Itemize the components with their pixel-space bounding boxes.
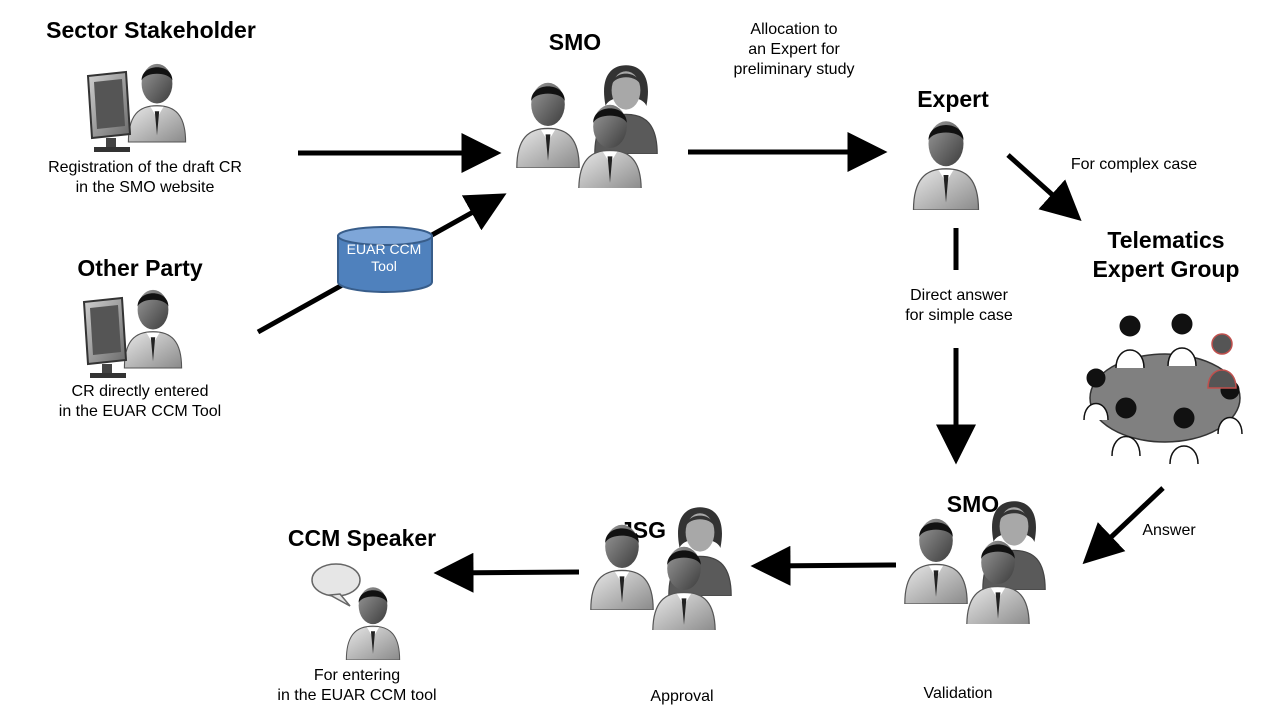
arrow-group-to-smo — [1082, 486, 1165, 565]
tool-label-line1: EUAR CCM — [346, 241, 422, 257]
telematics-title-line2: Expert Group — [1092, 255, 1240, 282]
direct-answer-line1: Direct answer — [910, 287, 1008, 304]
jsg-group-icon — [590, 506, 732, 630]
other-party-title: Other Party — [77, 255, 203, 281]
expert-title: Expert — [917, 86, 989, 112]
speaker-caption-line2: in the EUAR CCM tool — [277, 687, 437, 704]
direct-answer-line2: for simple case — [905, 307, 1013, 324]
smo-bottom-title: SMO — [946, 491, 1000, 517]
allocation-label-line1: Allocation to — [750, 21, 838, 38]
arrow-jsg-to-speaker — [433, 552, 580, 593]
telematics-title-line1: Telematics — [1107, 227, 1225, 253]
allocation-label-line3: preliminary study — [733, 61, 855, 78]
other-party-caption-line1: CR directly entered — [71, 383, 209, 400]
other-party-caption-line2: in the EUAR CCM Tool — [58, 403, 222, 420]
sector-stakeholder-title: Sector Stakeholder — [46, 17, 256, 43]
speaker-caption-line1: For entering — [313, 667, 401, 684]
smo-bottom-group-icon — [904, 500, 1046, 624]
stakeholder-caption-line2: in the SMO website — [75, 179, 215, 196]
arrow-smo-to-jsg — [750, 545, 897, 586]
expert-person-icon — [912, 120, 980, 210]
arrow-expert-to-group — [1006, 153, 1082, 222]
database-cylinder-icon — [337, 226, 433, 293]
meeting-table-icon — [1083, 313, 1243, 465]
stakeholder-computer-icon — [86, 63, 187, 152]
answer-label: Answer — [1142, 522, 1196, 539]
smo-group-icon — [516, 64, 658, 188]
stakeholder-caption-line1: Registration of the draft CR — [48, 159, 242, 176]
tool-label-line2: Tool — [371, 257, 397, 274]
allocation-label-line2: an Expert for — [748, 41, 840, 58]
speaker-person-icon — [311, 563, 401, 660]
other-party-computer-icon — [82, 289, 183, 378]
approval-caption: Approval — [650, 688, 714, 705]
ccm-speaker-title: CCM Speaker — [287, 525, 437, 551]
complex-case-label: For complex case — [1070, 156, 1198, 173]
validation-caption: Validation — [923, 685, 993, 702]
smo-top-title: SMO — [548, 29, 602, 55]
